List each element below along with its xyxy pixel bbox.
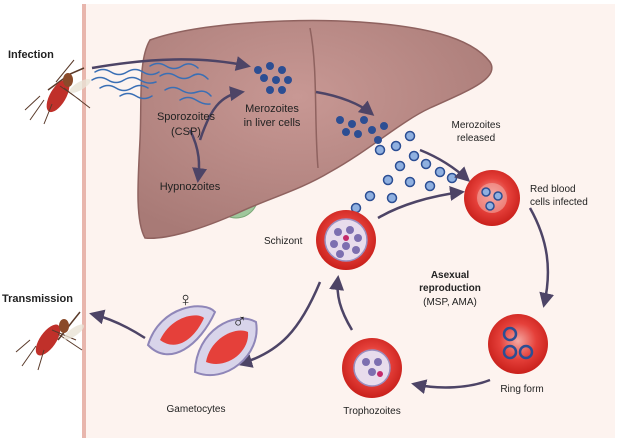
mosquito-transmission bbox=[15, 311, 85, 371]
label-sporozoites: Sporozoites bbox=[157, 111, 216, 123]
label-asexual-3: (MSP, AMA) bbox=[423, 297, 477, 308]
label-infection: Infection bbox=[8, 49, 54, 61]
mosquito-infection bbox=[24, 59, 91, 125]
label-asexual: Asexual bbox=[431, 270, 470, 281]
arrow-schizont-to-rbc bbox=[377, 186, 465, 220]
arrow-ring-to-trophozoites bbox=[411, 378, 491, 395]
label-merozoites-released: Merozoites bbox=[452, 120, 501, 131]
trophozoite-cell bbox=[342, 338, 402, 398]
schizont-cell bbox=[316, 210, 376, 270]
liver bbox=[137, 19, 493, 240]
female-symbol: ♀ bbox=[178, 289, 193, 311]
arrow-released-to-rbc bbox=[419, 148, 471, 183]
arrow-hypnozoites-to-merozoites bbox=[198, 86, 245, 141]
ring-form-cell bbox=[488, 314, 548, 374]
cycle-arrows bbox=[89, 56, 554, 395]
label-rbc-infected: Red blood bbox=[530, 184, 576, 195]
label-gametocytes: Gametocytes bbox=[167, 404, 226, 415]
arrow-trophozoites-to-schizont bbox=[329, 275, 354, 331]
label-rbc-infected-2: cells infected bbox=[530, 197, 588, 208]
liver-shape bbox=[137, 19, 493, 240]
label-hypnozoites: Hypnozoites bbox=[160, 181, 221, 193]
label-merozoites-liver-2: in liver cells bbox=[244, 117, 301, 129]
label-transmission: Transmission bbox=[2, 293, 73, 305]
panel-left-border bbox=[82, 4, 86, 438]
arrow-gametocytes-to-transmission bbox=[89, 309, 146, 340]
rbc-infected bbox=[464, 170, 520, 226]
arrow-liver-merozoites bbox=[315, 90, 375, 116]
gametocytes bbox=[146, 305, 258, 377]
arrow-schizont-to-gametocytes bbox=[237, 281, 322, 368]
label-trophozoites: Trophozoites bbox=[343, 406, 400, 417]
label-merozoites-liver: Merozoites bbox=[245, 103, 299, 115]
liver-merozoite-cluster bbox=[254, 62, 292, 94]
male-symbol: ♂ bbox=[232, 311, 247, 333]
liver-lobe-line bbox=[309, 27, 319, 169]
label-sporozoites-csp: (CSP) bbox=[171, 126, 201, 138]
arrow-sporozoites-to-hypnozoites bbox=[188, 129, 208, 183]
sporozoites-cluster bbox=[91, 62, 212, 105]
label-asexual-2: reproduction bbox=[419, 283, 481, 294]
label-ring-form: Ring form bbox=[500, 384, 543, 395]
arrow-infection-to-liver bbox=[91, 56, 251, 71]
label-schizont: Schizont bbox=[264, 236, 303, 247]
arrow-rbc-to-ring bbox=[528, 207, 554, 308]
liver-merozoite-cluster-right bbox=[336, 116, 388, 144]
label-merozoites-released-2: released bbox=[457, 133, 495, 144]
